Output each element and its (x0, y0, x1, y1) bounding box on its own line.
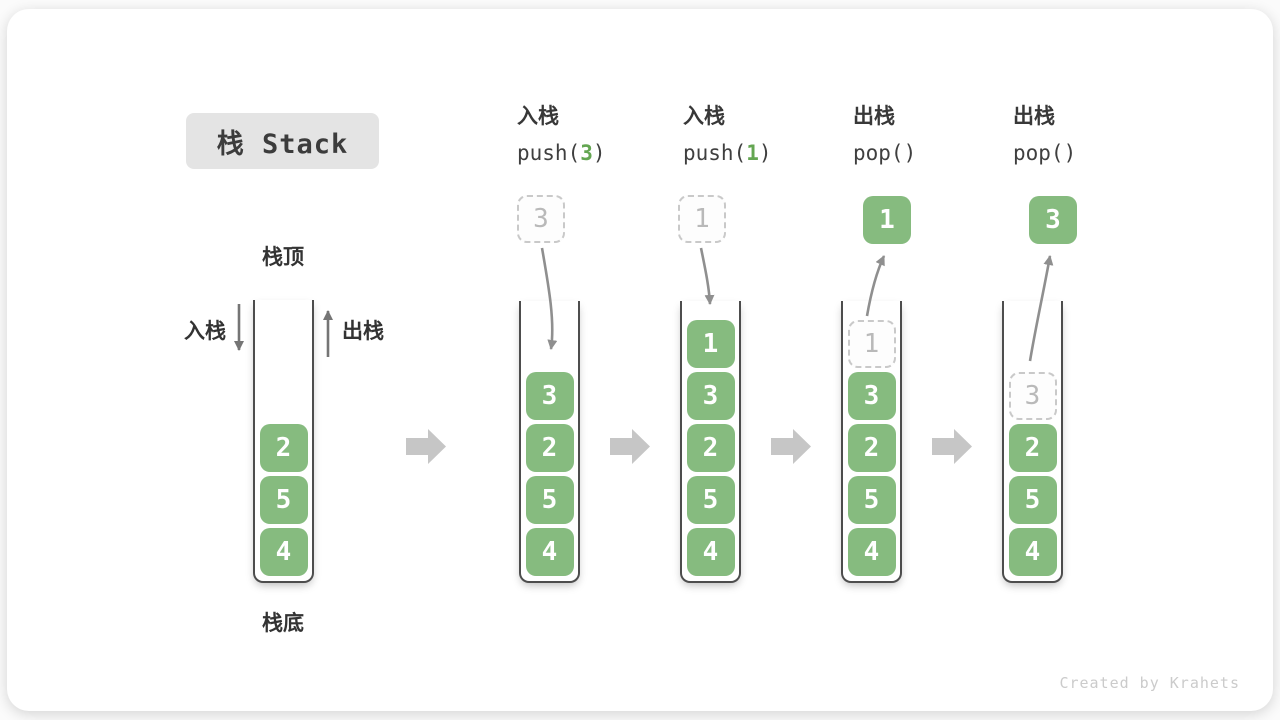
popped-value-box: 3 (1029, 196, 1077, 244)
op-header-push-1: 入栈 push(1) (683, 104, 772, 167)
popped-value-box: 1 (863, 196, 911, 244)
incoming-value-box: 1 (678, 195, 726, 243)
op-code: pop() (1013, 139, 1076, 167)
code-fn: pop( (853, 141, 904, 165)
stack-cell-removed: 1 (847, 320, 896, 368)
incoming-value-box: 3 (517, 195, 565, 243)
stack-cell: 2 (686, 424, 735, 472)
pop-direction-label: 出栈 (342, 320, 384, 343)
stack-cell: 5 (1008, 476, 1057, 524)
op-code: pop() (853, 139, 916, 167)
stack-cell: 2 (525, 424, 574, 472)
stack-container-3: 1 3 2 5 4 (680, 301, 741, 583)
stack-container-4: 1 3 2 5 4 (841, 301, 902, 583)
code-fn: push( (517, 141, 581, 165)
code-close: ) (592, 141, 606, 165)
code-close: ) (1063, 141, 1077, 165)
code-arg: 3 (580, 141, 593, 165)
code-fn: pop( (1013, 141, 1064, 165)
op-name: 出栈 (853, 105, 895, 128)
op-header-pop-1: 出栈 pop() (853, 104, 916, 167)
stack-cell: 4 (525, 528, 574, 576)
stack-cell: 4 (1008, 528, 1057, 576)
stack-cell: 2 (259, 424, 308, 472)
stack-cell: 1 (686, 320, 735, 368)
stack-cell: 3 (525, 372, 574, 420)
op-name: 出栈 (1013, 105, 1055, 128)
stack-cell: 3 (686, 372, 735, 420)
op-name: 入栈 (517, 105, 559, 128)
stack-cell: 2 (847, 424, 896, 472)
page-title: 栈 Stack (216, 128, 349, 160)
stack-cell: 5 (259, 476, 308, 524)
stack-cell: 4 (847, 528, 896, 576)
stack-container-2: 3 2 5 4 (519, 301, 580, 583)
stack-cell: 5 (686, 476, 735, 524)
stack-cell: 5 (525, 476, 574, 524)
op-code: push(1) (683, 139, 772, 167)
stack-container-1: 2 5 4 (253, 300, 314, 583)
watermark: Created by Krahets (1059, 674, 1240, 692)
op-header-push-3: 入栈 push(3) (517, 104, 606, 167)
stack-cell: 2 (1008, 424, 1057, 472)
code-arg: 1 (746, 141, 759, 165)
stack-cell-removed: 3 (1008, 372, 1057, 420)
stack-cell: 3 (847, 372, 896, 420)
stack-top-label: 栈顶 (262, 246, 304, 269)
op-code: push(3) (517, 139, 606, 167)
title-box: 栈 Stack (186, 113, 379, 169)
stack-cell: 4 (686, 528, 735, 576)
op-header-pop-2: 出栈 pop() (1013, 104, 1076, 167)
stack-bottom-label: 栈底 (262, 612, 304, 635)
code-close: ) (903, 141, 917, 165)
stack-container-5: 3 2 5 4 (1002, 301, 1063, 583)
stack-cell: 5 (847, 476, 896, 524)
op-name: 入栈 (683, 105, 725, 128)
code-fn: push( (683, 141, 747, 165)
code-close: ) (758, 141, 772, 165)
stack-cell: 4 (259, 528, 308, 576)
push-direction-label: 入栈 (184, 320, 226, 343)
